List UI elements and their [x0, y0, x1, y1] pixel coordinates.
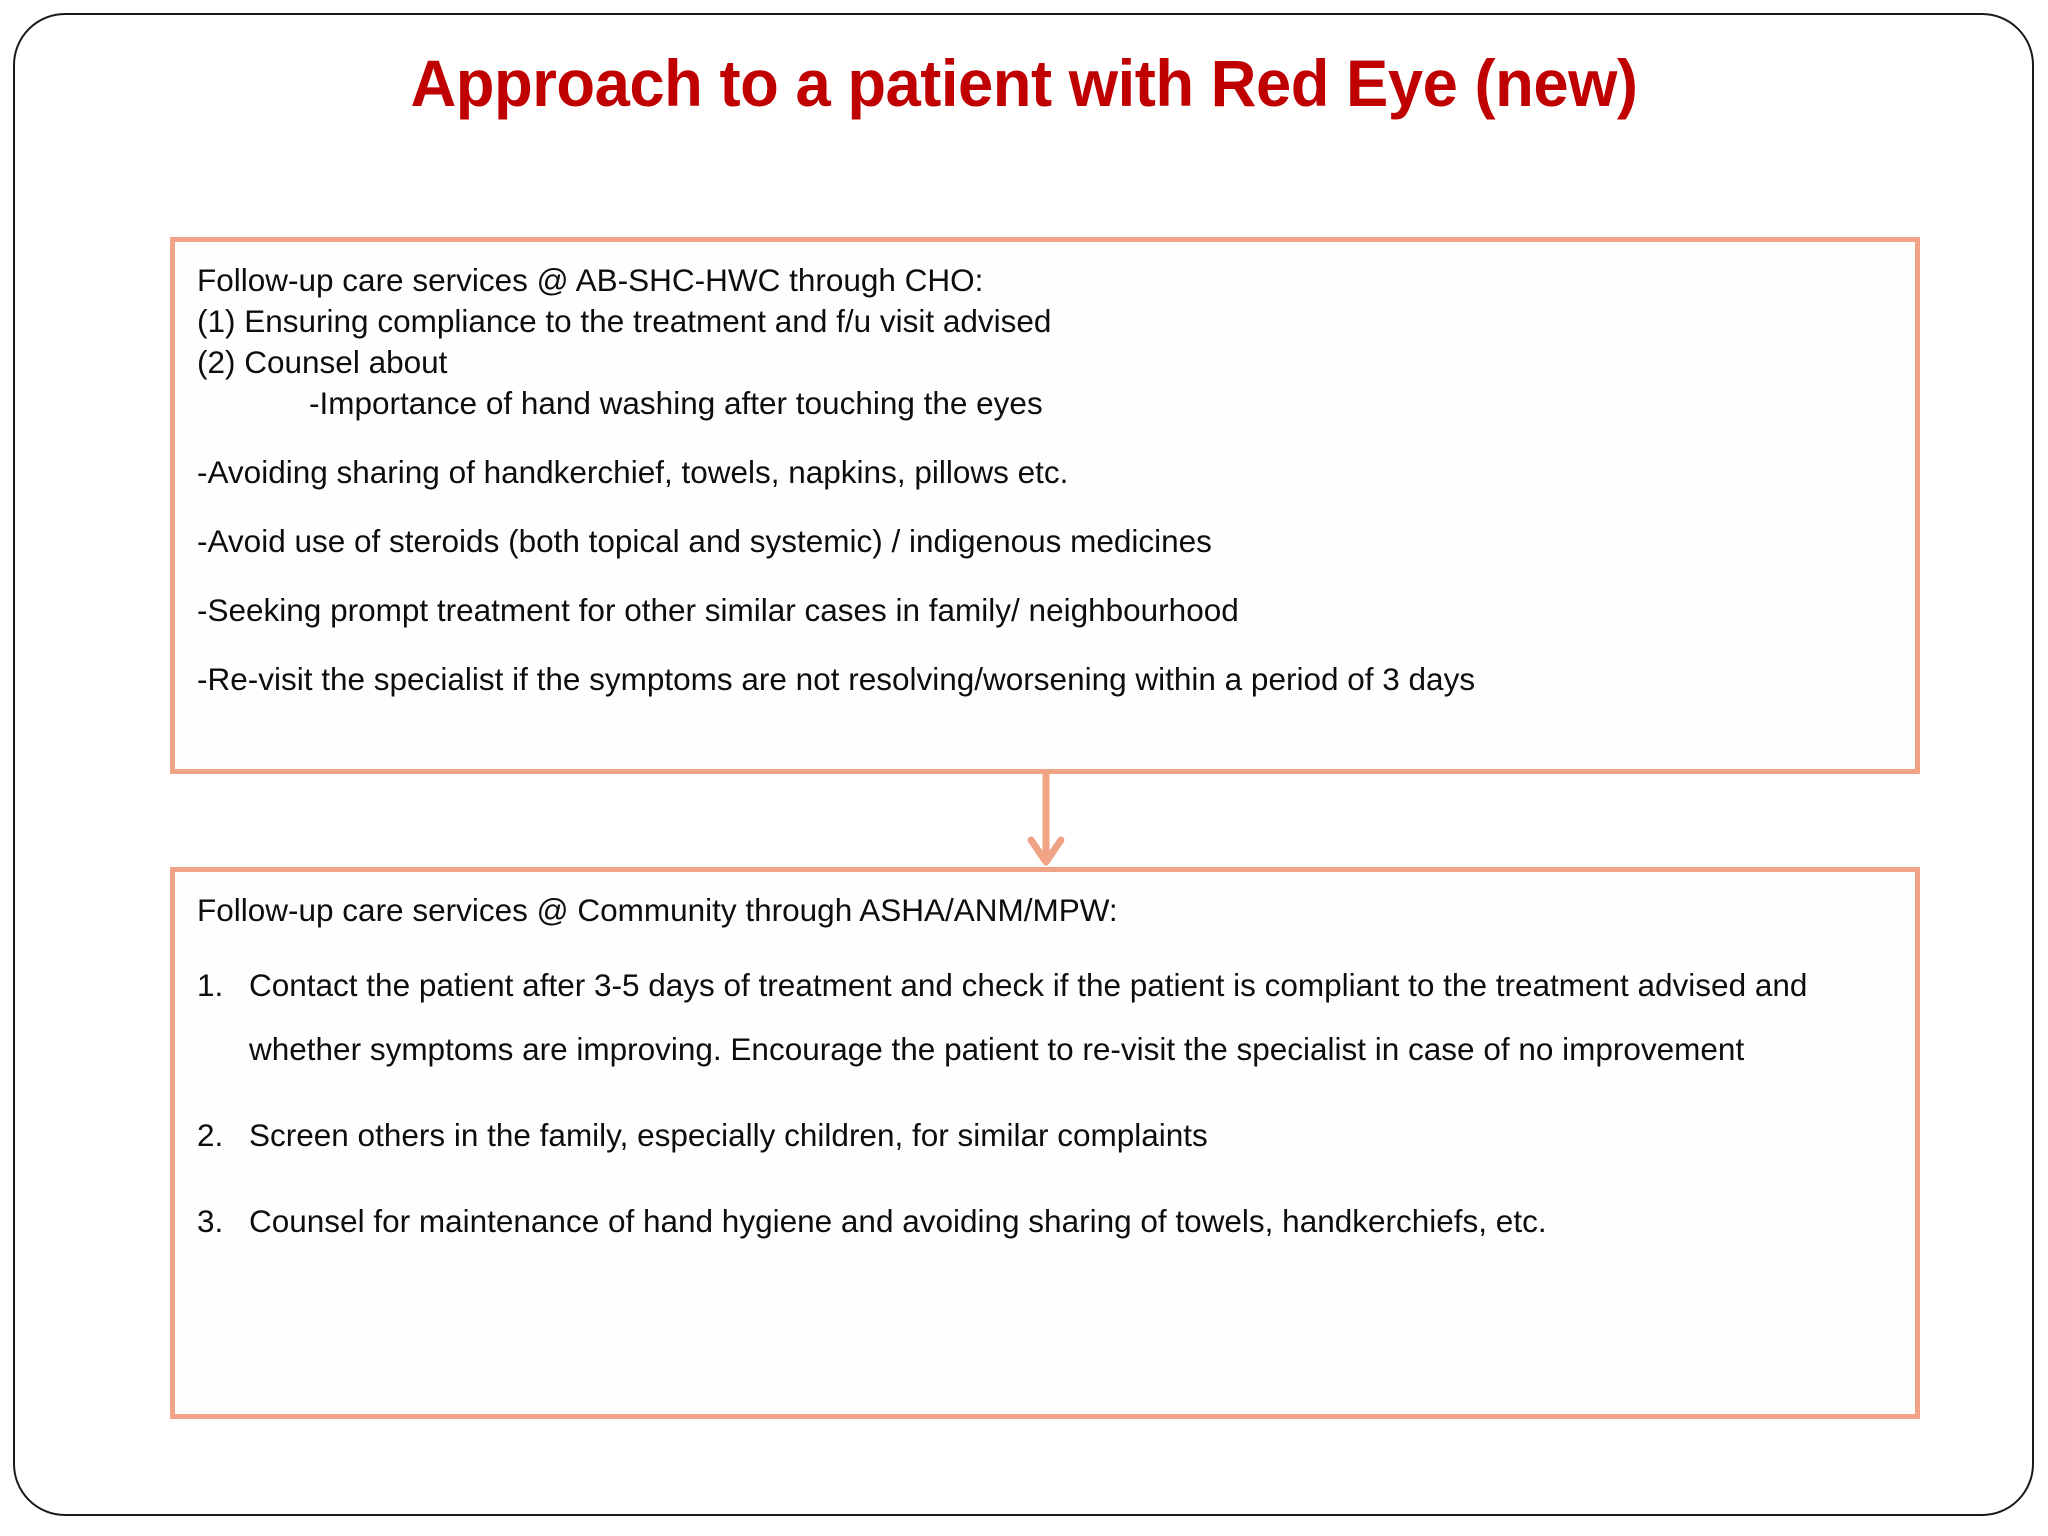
list-item-text: Contact the patient after 3-5 days of tr…: [249, 967, 1808, 1067]
page-title: Approach to a patient with Red Eye (new): [410, 46, 1638, 120]
lower-box-content: Follow-up care services @ Community thro…: [175, 872, 1915, 1263]
lower-box-heading: Follow-up care services @ Community thro…: [197, 892, 1118, 928]
list-item-marker: 3.: [197, 1203, 224, 1239]
list-item-text: Screen others in the family, especially …: [249, 1117, 1208, 1153]
upper-box-line-5: -Avoid use of steroids (both topical and…: [197, 523, 1212, 559]
upper-box-line-7: -Re-visit the specialist if the symptoms…: [197, 661, 1476, 697]
upper-flow-box: Follow-up care services @ AB-SHC-HWC thr…: [170, 237, 1920, 774]
list-item: 1. Contact the patient after 3-5 days of…: [197, 953, 1893, 1081]
list-item-marker: 2.: [197, 1117, 224, 1153]
upper-box-intro-block: Follow-up care services @ AB-SHC-HWC thr…: [197, 260, 1893, 424]
upper-box-line-2: (2) Counsel about: [197, 344, 448, 380]
upper-box-line-4: -Avoiding sharing of handkerchief, towel…: [197, 454, 1069, 490]
upper-box-content: Follow-up care services @ AB-SHC-HWC thr…: [175, 242, 1915, 710]
upper-box-heading: Follow-up care services @ AB-SHC-HWC thr…: [197, 262, 984, 298]
list-item: 3. Counsel for maintenance of hand hygie…: [197, 1189, 1893, 1253]
lower-box-numbered-list: 1. Contact the patient after 3-5 days of…: [197, 953, 1893, 1253]
down-arrow-icon: [1022, 768, 1070, 868]
list-item-marker: 1.: [197, 967, 224, 1003]
list-item: 2. Screen others in the family, especial…: [197, 1103, 1893, 1167]
lower-flow-box: Follow-up care services @ Community thro…: [170, 867, 1920, 1419]
upper-box-line-6: -Seeking prompt treatment for other simi…: [197, 592, 1239, 628]
upper-box-line-3: -Importance of hand washing after touchi…: [309, 385, 1043, 421]
list-item-text: Counsel for maintenance of hand hygiene …: [249, 1203, 1547, 1239]
upper-box-line-1: (1) Ensuring compliance to the treatment…: [197, 303, 1052, 339]
